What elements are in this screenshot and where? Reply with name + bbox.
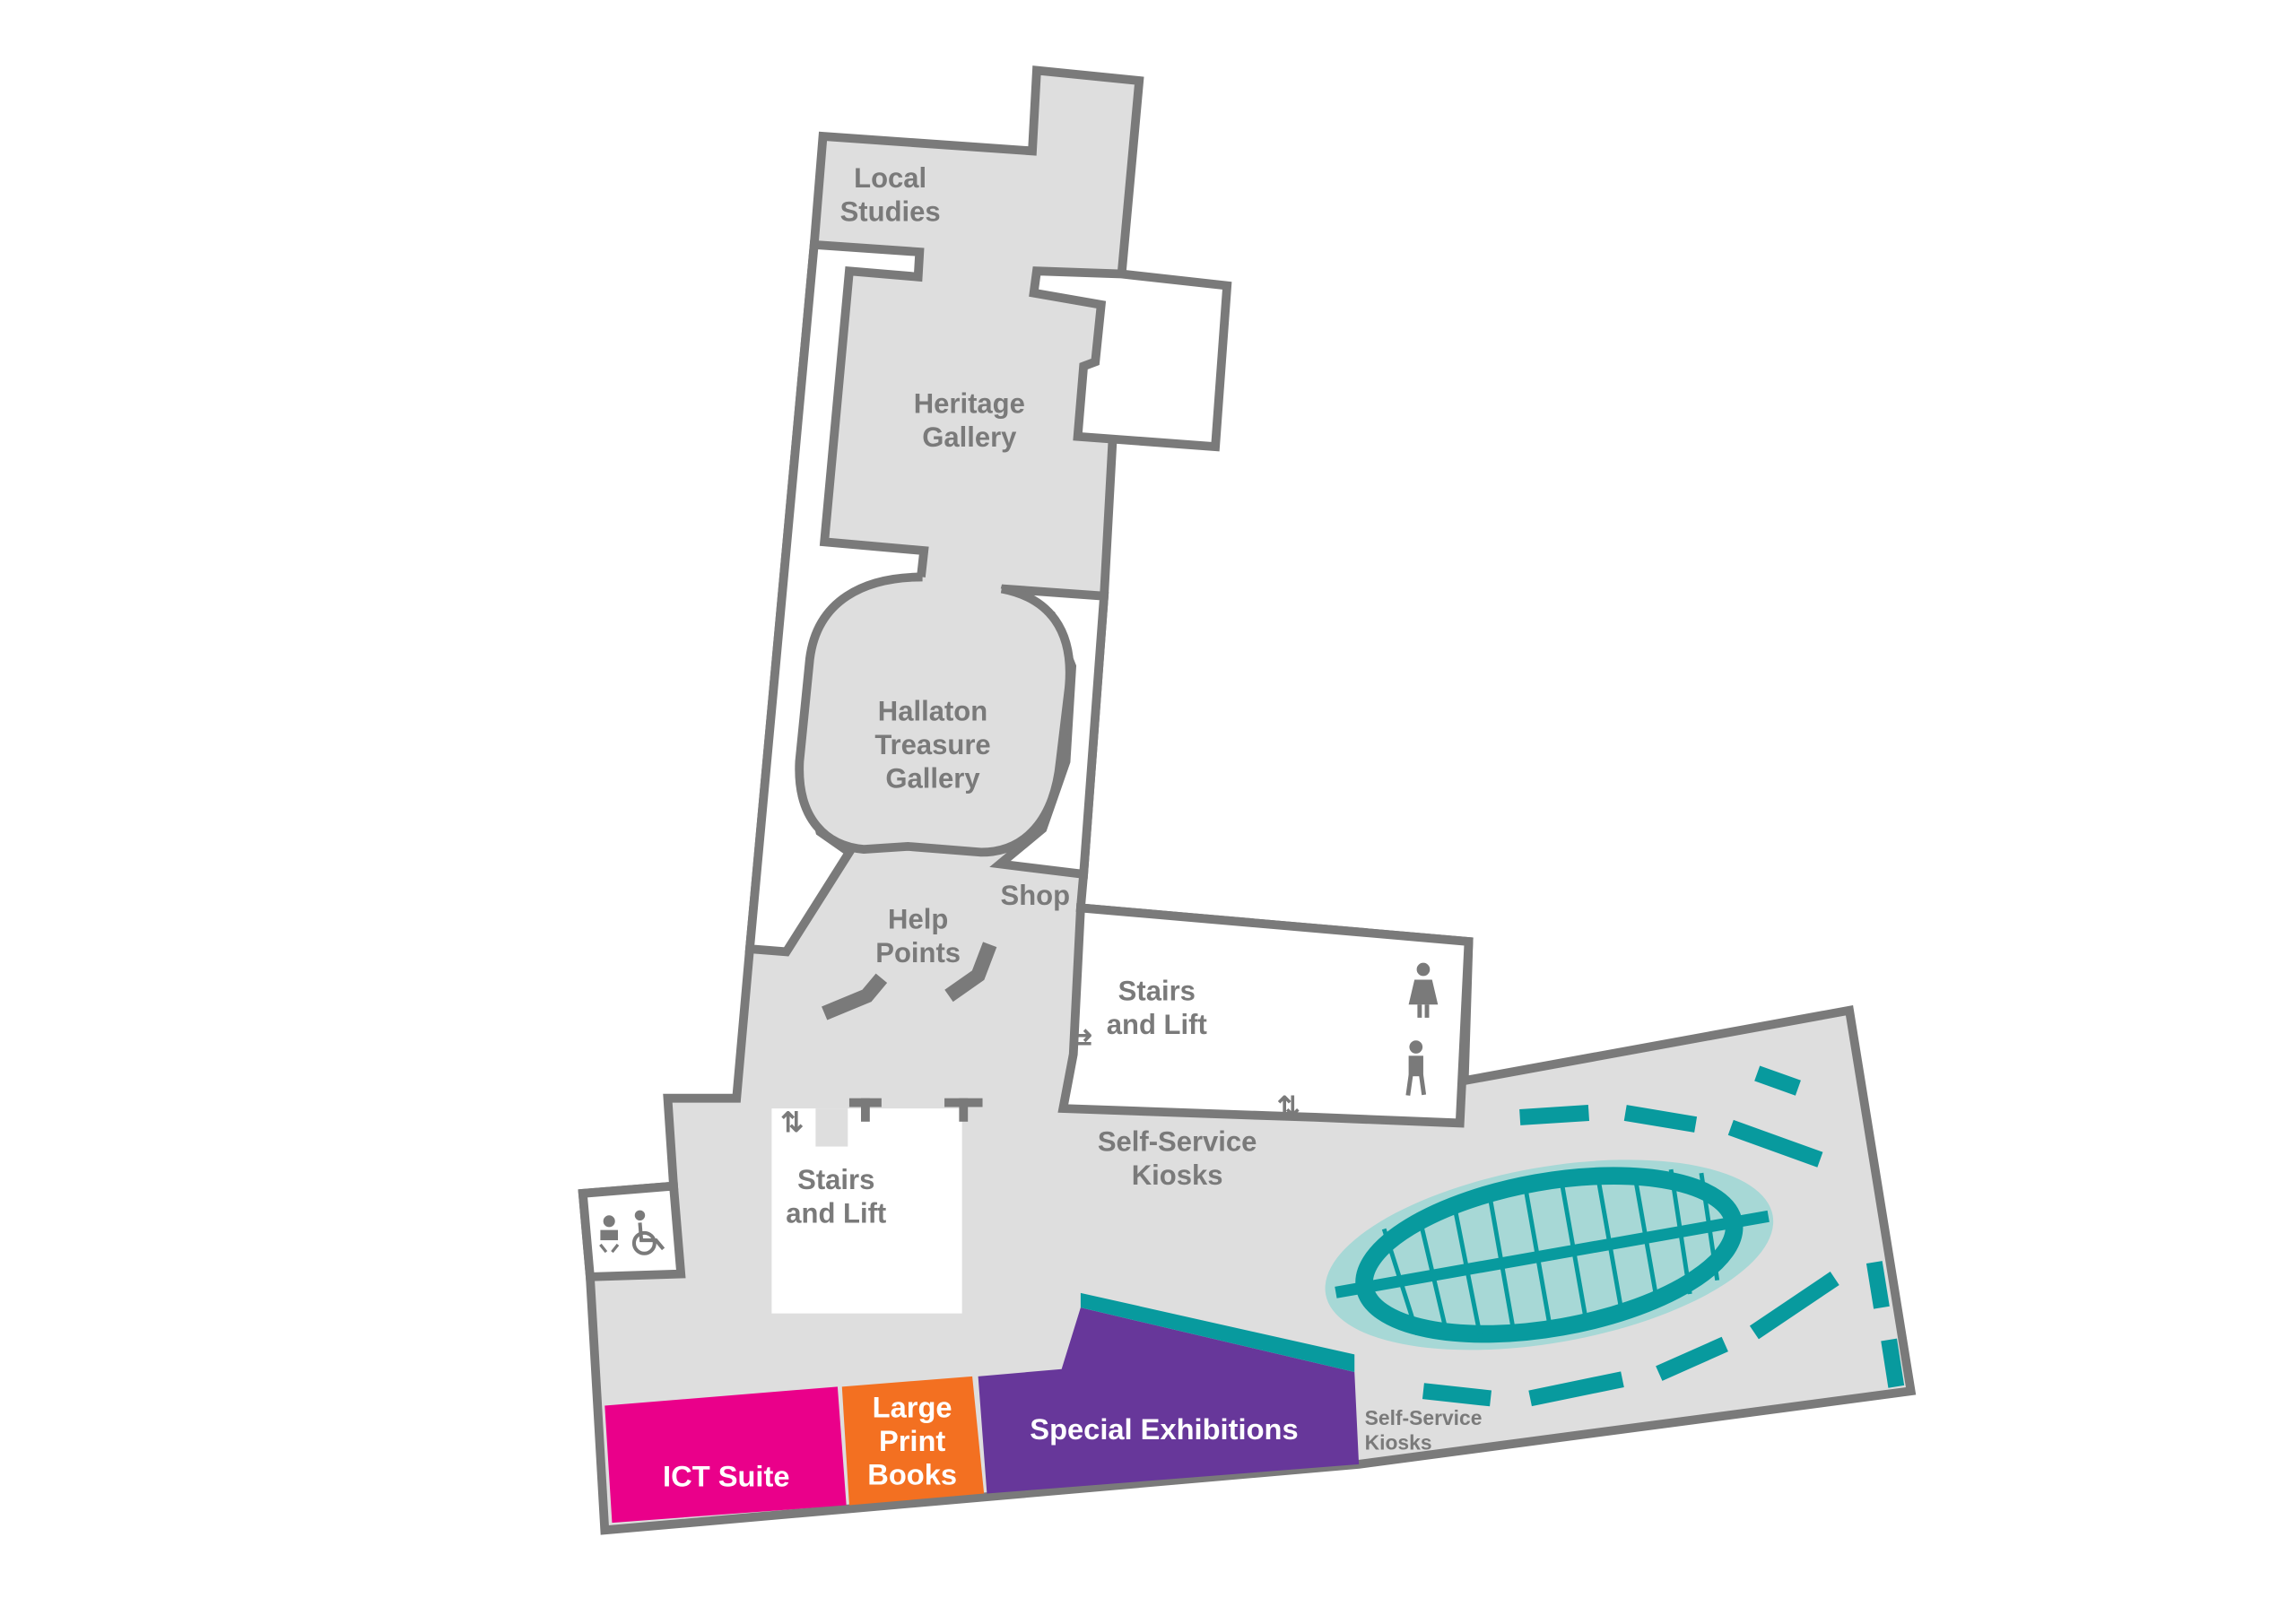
- hallaton-gallery-wall: [795, 572, 1074, 857]
- accessible-toilet-room: [578, 1181, 686, 1281]
- female-toilet-icon: [1408, 962, 1439, 1018]
- special-exhibitions-area[interactable]: [978, 1307, 1360, 1494]
- door-markers: [848, 1098, 983, 1122]
- exhibition-teal-band: [1080, 1292, 1355, 1372]
- accessible-toilet-icon: [631, 1210, 665, 1255]
- kiosk-dashes: [1422, 1065, 1905, 1407]
- help-desk-left: [822, 973, 888, 1020]
- stairs-arrows-icon-left: ⇅: [780, 1107, 804, 1138]
- ict-suite-area[interactable]: [604, 1386, 847, 1524]
- stairs-arrows-icon: ⇅: [1277, 1090, 1300, 1122]
- stairs-lift-room-left: [771, 1108, 962, 1314]
- male-toilet-icon: [1405, 1040, 1427, 1096]
- baby-change-icon: [599, 1215, 620, 1254]
- seating-ellipse: [1325, 1159, 1774, 1350]
- heritage-side-room: [1029, 266, 1232, 452]
- lift-arrows-icon: ⇄: [1069, 1023, 1092, 1055]
- shop-label: Shop: [1001, 880, 1071, 911]
- special-exhibitions-label: Special Exhibitions: [1030, 1412, 1298, 1446]
- large-print-area[interactable]: [841, 1376, 985, 1506]
- stairs-lift-room-right: [1057, 903, 1474, 1128]
- stairs-lift-door: [815, 1108, 848, 1147]
- ict-suite-label: ICT Suite: [663, 1459, 789, 1492]
- help-desk-right: [944, 942, 997, 1003]
